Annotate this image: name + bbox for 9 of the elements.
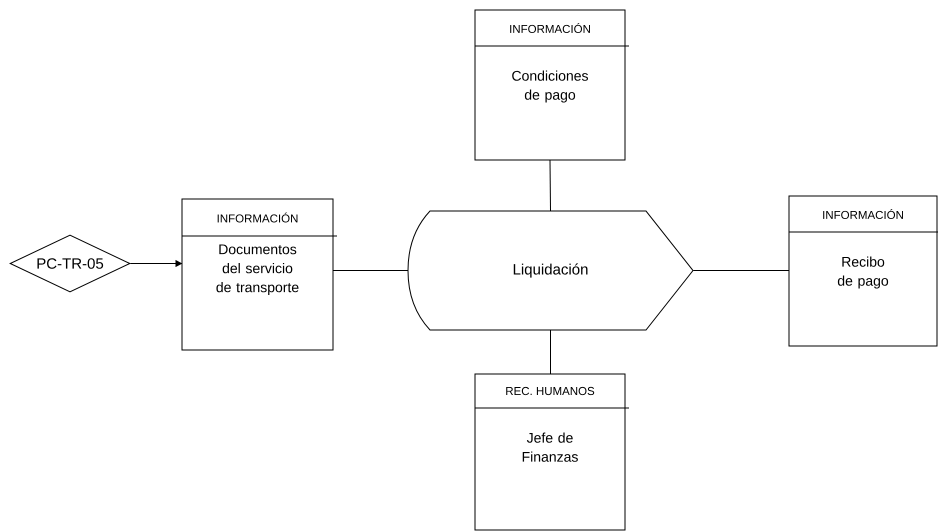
process-box: REC. HUMANOS Jefe de Finanzas (474, 374, 630, 530)
process-hexagon: Liquidación (408, 210, 694, 330)
process-box: INFORMACIÓN Recibo de pago (788, 196, 938, 346)
connector-line (693, 270, 789, 271)
connector-line (333, 270, 408, 271)
connector-line (550, 330, 551, 374)
process-box: INFORMACIÓN Documentos del servicio de transporte (182, 198, 338, 350)
connector-line (550, 160, 551, 211)
process-box: INFORMACIÓN Condiciones de pago (474, 10, 630, 160)
